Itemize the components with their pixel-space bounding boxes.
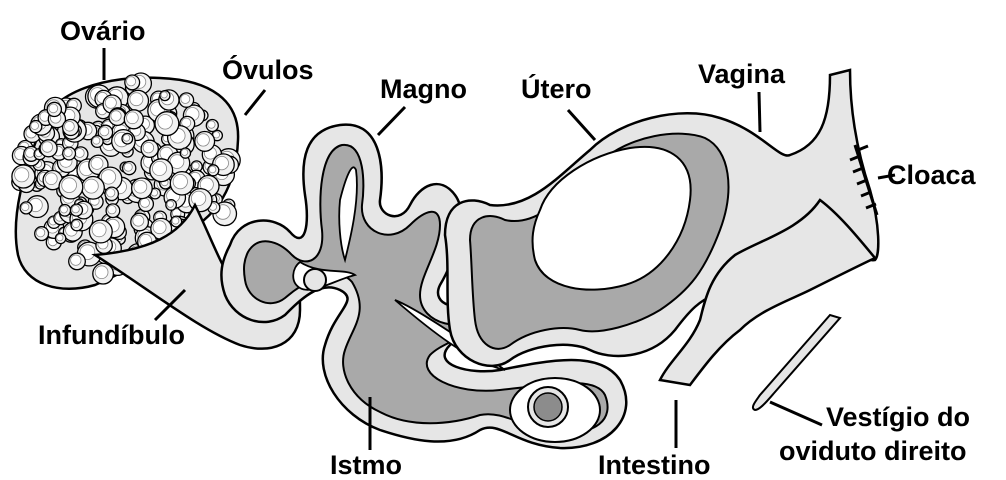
label-intestino: Intestino — [598, 450, 711, 480]
ovule-highlight — [107, 189, 115, 197]
egg-in-istmo-inner — [534, 393, 562, 421]
ovule-highlight — [130, 93, 143, 106]
ovule-highlight — [75, 149, 84, 158]
label-infundibulo: Infundíbulo — [38, 320, 185, 350]
ovule-highlight — [108, 206, 116, 214]
ovule-highlight — [123, 135, 130, 142]
ovule-highlight — [72, 206, 79, 213]
label-utero: Útero — [521, 74, 592, 104]
ovule-highlight — [197, 134, 209, 146]
ovule-highlight — [126, 112, 138, 124]
ovule-highlight — [95, 266, 108, 279]
ovule-highlight — [60, 206, 67, 213]
ovule-highlight — [100, 127, 109, 136]
ovule-highlight — [191, 191, 205, 205]
label-ovulos: Óvulos — [222, 55, 314, 85]
ovule-highlight — [15, 168, 29, 182]
ovule-highlight — [22, 203, 29, 210]
ovule-highlight — [93, 137, 100, 144]
ovule-highlight — [153, 221, 166, 234]
ovule-highlight — [65, 121, 75, 131]
ovule-highlight — [208, 121, 215, 128]
label-vestigio-line2: oviduto direito — [779, 436, 966, 466]
ovule-highlight — [181, 95, 190, 104]
ovule-highlight — [49, 104, 58, 113]
ovule-highlight — [36, 228, 45, 237]
label-istmo: Istmo — [330, 450, 402, 480]
egg-in-magno — [304, 269, 326, 291]
ovule-highlight — [31, 122, 39, 130]
ovule-highlight — [57, 235, 63, 241]
ovule-highlight — [111, 111, 121, 121]
ovule-highlight — [26, 148, 35, 157]
ovule-highlight — [84, 179, 98, 193]
ovule-highlight — [64, 149, 72, 157]
ovule-highlight — [143, 142, 154, 153]
ovule-highlight — [127, 77, 136, 86]
ovule-highlight — [161, 92, 167, 98]
ovule-highlight — [45, 173, 57, 185]
label-vestigio-line1: Vestígio do — [826, 402, 970, 432]
ovule-highlight — [181, 149, 187, 155]
label-ovario: Ovário — [60, 16, 146, 46]
right-oviduct-vestige — [753, 315, 840, 410]
ovule-highlight — [124, 163, 132, 171]
ovule-highlight — [134, 180, 147, 193]
label-magno: Magno — [380, 74, 467, 104]
ovule-highlight — [158, 115, 173, 130]
ovule-highlight — [167, 201, 174, 208]
ovule-highlight — [62, 178, 77, 193]
ovule-highlight — [209, 166, 216, 173]
ovule-highlight — [152, 161, 166, 175]
ovule-highlight — [92, 223, 106, 237]
ovule-highlight — [105, 97, 116, 108]
ovule-highlight — [72, 221, 79, 228]
ovule-highlight — [42, 142, 53, 153]
ovule-highlight — [173, 174, 187, 188]
ovule-highlight — [133, 215, 144, 226]
ovule-highlight — [172, 217, 179, 224]
ovule-highlight — [71, 255, 81, 265]
ovule-highlight — [140, 198, 149, 207]
label-cloaca: Cloaca — [887, 160, 976, 190]
ovule-highlight — [192, 162, 199, 169]
ovule-highlight — [101, 170, 115, 184]
ovule-highlight — [91, 157, 103, 169]
label-vagina: Vagina — [698, 59, 785, 89]
